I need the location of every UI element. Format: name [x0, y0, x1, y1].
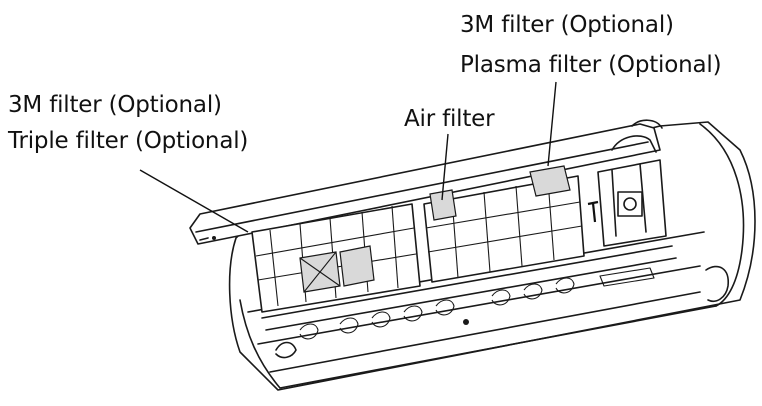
control-box	[587, 135, 667, 247]
front-panel-open	[189, 119, 663, 245]
label-air-filter: Air filter	[404, 106, 495, 132]
label-3m-filter-left: 3M filter (Optional)	[8, 92, 222, 118]
louver-area	[261, 245, 677, 359]
middle-filter-frame	[423, 165, 585, 283]
left-filter-frame	[251, 203, 421, 313]
leader-lines	[139, 81, 557, 233]
label-3m-filter-right: 3M filter (Optional)	[460, 12, 674, 38]
label-plasma-filter: Plasma filter (Optional)	[460, 52, 722, 78]
label-triple-filter: Triple filter (Optional)	[8, 128, 249, 154]
